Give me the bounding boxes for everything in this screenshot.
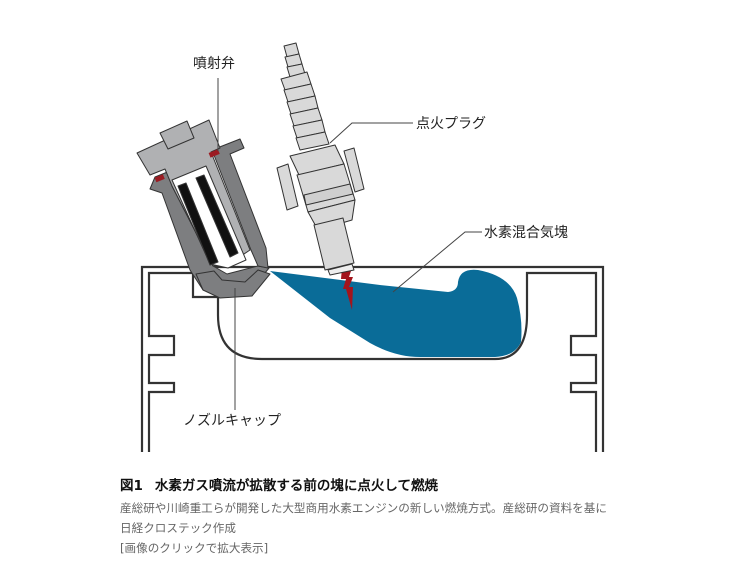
figure-title: 水素ガス噴流が拡散する前の塊に点火して燃焼: [154, 478, 439, 494]
spark-plug: [276, 42, 365, 276]
spark-icon: [341, 268, 353, 310]
figure-number: 図1: [120, 478, 143, 494]
hydrogen-mixture-blob: [270, 269, 522, 357]
leader-lines: [217, 78, 482, 410]
caption-description: 産総研や川崎重工らが開発した大型商用水素エンジンの新しい燃焼方式。産総研の資料を…: [120, 501, 607, 535]
enlarge-image-link[interactable]: [画像のクリックで拡大表示]: [120, 541, 269, 555]
figure-caption: 図1 水素ガス噴流が拡散する前の塊に点火して燃焼 産総研や川崎重工らが開発した大型…: [120, 476, 620, 558]
caption-title: 図1 水素ガス噴流が拡散する前の塊に点火して燃焼: [120, 476, 620, 496]
injector-label: 噴射弁: [193, 56, 235, 72]
injector: [136, 119, 271, 299]
hydrogen-mixture-label: 水素混合気塊: [484, 225, 568, 241]
nozzle-cap-label: ノズルキャップ: [183, 413, 281, 429]
combustion-diagram[interactable]: 噴射弁 点火プラグ 水素混合気塊 ノズルキャップ: [0, 0, 741, 470]
spark-plug-label: 点火プラグ: [416, 116, 486, 132]
